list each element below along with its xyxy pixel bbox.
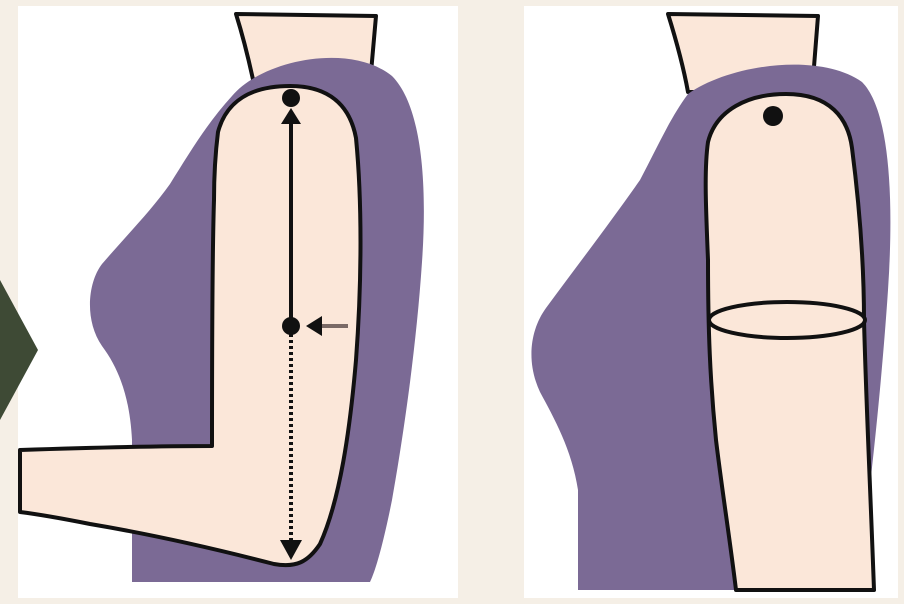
arm-right [706, 94, 874, 590]
circumference-ring [709, 302, 865, 338]
shoulder-point-marker-right [763, 106, 783, 126]
midpoint-marker [282, 317, 300, 335]
shoulder-point-marker [282, 89, 300, 107]
